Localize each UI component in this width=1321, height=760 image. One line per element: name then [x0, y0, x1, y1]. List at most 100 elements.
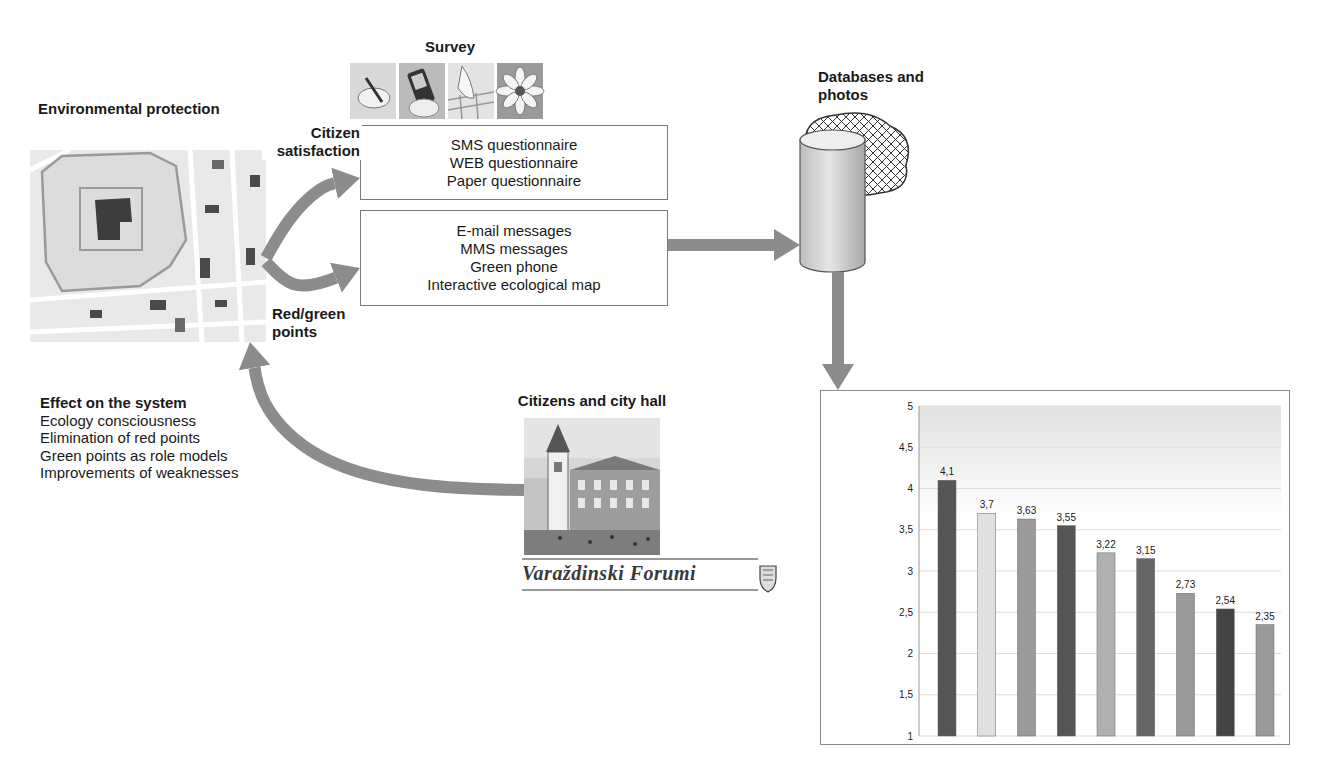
illustration-part-part — [626, 498, 633, 508]
chart-bar — [1256, 625, 1274, 736]
flow-arrow — [266, 183, 335, 258]
illustration-part-part — [633, 542, 637, 546]
grid-line — [919, 488, 1281, 489]
list-item: Paper questionnaire — [447, 172, 581, 190]
survey-photos-part — [350, 63, 396, 119]
illustration-part — [558, 535, 650, 546]
city-map-part — [200, 258, 210, 278]
database-cylinder: Databases and photos — [800, 130, 866, 272]
chart-bar — [1097, 553, 1115, 736]
city-map-part — [95, 198, 132, 240]
city-hall-figure-part — [524, 530, 660, 555]
survey-photos-part — [409, 99, 439, 117]
axis-tick: 4,5 — [873, 441, 913, 454]
city-map-part — [246, 248, 255, 265]
city-hall-photo: Citizens and city hallVaraždinski Forumi — [524, 418, 660, 555]
grid-line — [919, 653, 1281, 654]
survey-photos-part — [515, 86, 525, 96]
bar-value: 4,1 — [927, 465, 967, 478]
list-item: SMS questionnaire — [451, 136, 578, 154]
survey-photos-part — [497, 63, 543, 119]
flow-arrow — [255, 368, 524, 490]
grid-line — [919, 694, 1281, 695]
city-hall-figure-part — [524, 478, 550, 538]
list-item: Green phone — [470, 258, 558, 276]
database-figure-part — [800, 140, 865, 272]
grid-line — [919, 612, 1281, 613]
plot-ground — [919, 406, 1281, 736]
bar-value: 2,73 — [1166, 578, 1206, 591]
logo-decoration-part — [522, 589, 758, 591]
edge-label: Citizen satisfaction — [262, 124, 362, 160]
axis-tick: 2,5 — [873, 606, 913, 619]
illustration-part-part — [578, 480, 585, 490]
survey-photos-part — [448, 63, 494, 119]
database-figure — [800, 113, 908, 272]
city-hall-figure-part — [524, 418, 660, 555]
illustration-part-part — [642, 498, 649, 508]
illustration-part-part — [558, 536, 562, 540]
logo-decoration — [522, 559, 776, 592]
city-hall-figure-part — [524, 418, 660, 458]
logo-decoration-part — [763, 570, 773, 580]
city-hall-figure-part — [554, 462, 562, 472]
city-map-part — [90, 310, 102, 318]
survey-photos — [350, 63, 544, 119]
list-item: Interactive ecological map — [427, 276, 600, 294]
axis-tick: 4 — [873, 482, 913, 495]
illustration-part-part — [594, 498, 601, 508]
flow-arrow — [832, 272, 844, 364]
city-map-part — [250, 175, 260, 187]
grid-line — [919, 571, 1281, 572]
illustration-part-part — [588, 540, 592, 544]
city-map-part — [212, 160, 224, 169]
database-figure-part — [800, 130, 865, 150]
city-hall-figure-part — [546, 424, 570, 452]
survey-photos-part — [366, 78, 382, 102]
node-heading: Citizens and city hall — [484, 392, 700, 410]
newspaper-logo: Varaždinski Forumi — [522, 562, 758, 585]
bar-value: 2,35 — [1245, 610, 1285, 623]
survey-photos-part — [399, 63, 445, 119]
questionnaire-box: SMS questionnaireWEB questionnairePaper … — [360, 125, 668, 200]
chart-bar — [1177, 593, 1195, 736]
illustration-part-part — [626, 480, 633, 490]
city-map-part — [205, 205, 219, 213]
city-map-part — [80, 188, 142, 250]
chart-bar — [938, 480, 956, 736]
city-map-part — [30, 150, 266, 342]
illustration-part-part — [594, 480, 601, 490]
bar-value: 3,55 — [1046, 511, 1086, 524]
axis-tick: 1 — [873, 730, 913, 743]
message-box: E-mail messagesMMS messagesGreen phoneIn… — [360, 210, 668, 306]
city-hall-figure-part — [570, 470, 660, 532]
flow-arrow — [668, 239, 774, 251]
chart-bar — [978, 513, 996, 736]
illustration-part-part — [610, 498, 617, 508]
flow-arrow — [266, 262, 336, 286]
grid-line — [919, 736, 1281, 737]
city-map-part — [175, 318, 185, 332]
bar-value: 3,22 — [1086, 538, 1126, 551]
map-node: Environmental protection — [30, 150, 266, 342]
list-item: E-mail messages — [456, 222, 571, 240]
bar-value: 3,7 — [967, 498, 1007, 511]
city-hall-figure — [524, 418, 660, 555]
survey-photos-part — [458, 66, 474, 98]
city-hall-figure-part — [548, 452, 568, 532]
axis-tick: 3 — [873, 565, 913, 578]
axis-tick: 3,5 — [873, 523, 913, 536]
city-map-part — [150, 300, 166, 310]
grid-line — [919, 406, 1281, 407]
chart-bar — [1057, 526, 1075, 736]
logo-decoration-part — [522, 558, 758, 560]
node-heading: Environmental protection — [38, 100, 278, 118]
list-item: Elimination of red points — [40, 429, 300, 447]
illustration-part — [578, 480, 649, 508]
bar-value: 3,15 — [1126, 544, 1166, 557]
